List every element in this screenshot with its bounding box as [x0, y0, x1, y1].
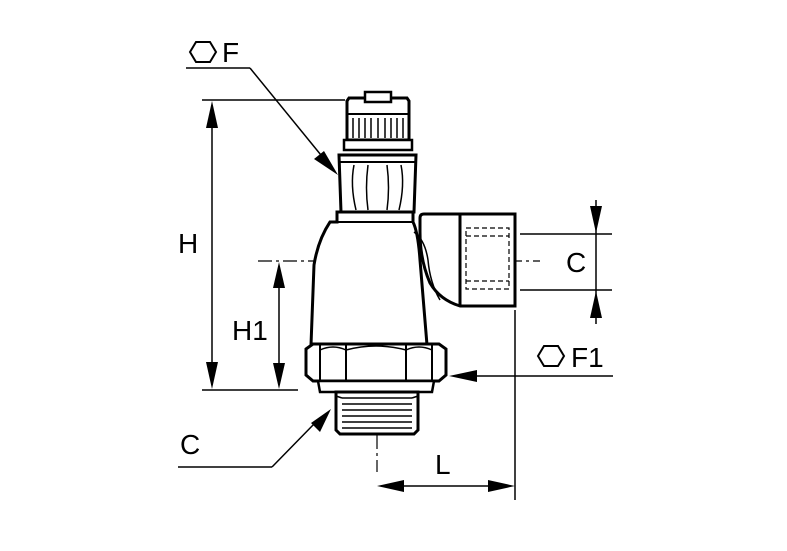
label-c-right: C	[566, 247, 586, 278]
adjuster-knob	[342, 90, 414, 152]
fitting-body	[309, 210, 517, 347]
dimension-l	[377, 310, 516, 500]
hexagon-icon	[536, 345, 566, 367]
leader-c-left	[178, 409, 331, 468]
label-h: H	[178, 228, 198, 259]
label-c-left: C	[180, 429, 200, 460]
male-thread	[334, 390, 420, 436]
leader-f1	[449, 370, 613, 382]
dimension-c-right	[520, 200, 612, 324]
label-l: L	[435, 449, 451, 480]
label-f1: F1	[571, 342, 604, 373]
lower-hex-nut	[304, 342, 448, 394]
leader-f	[186, 67, 338, 175]
dimension-h1	[273, 262, 285, 389]
hexagon-icon	[188, 41, 218, 63]
label-f: F	[222, 37, 239, 68]
dimension-h	[202, 99, 345, 391]
upper-hex-nut	[337, 153, 418, 214]
label-h1: H1	[232, 315, 268, 346]
